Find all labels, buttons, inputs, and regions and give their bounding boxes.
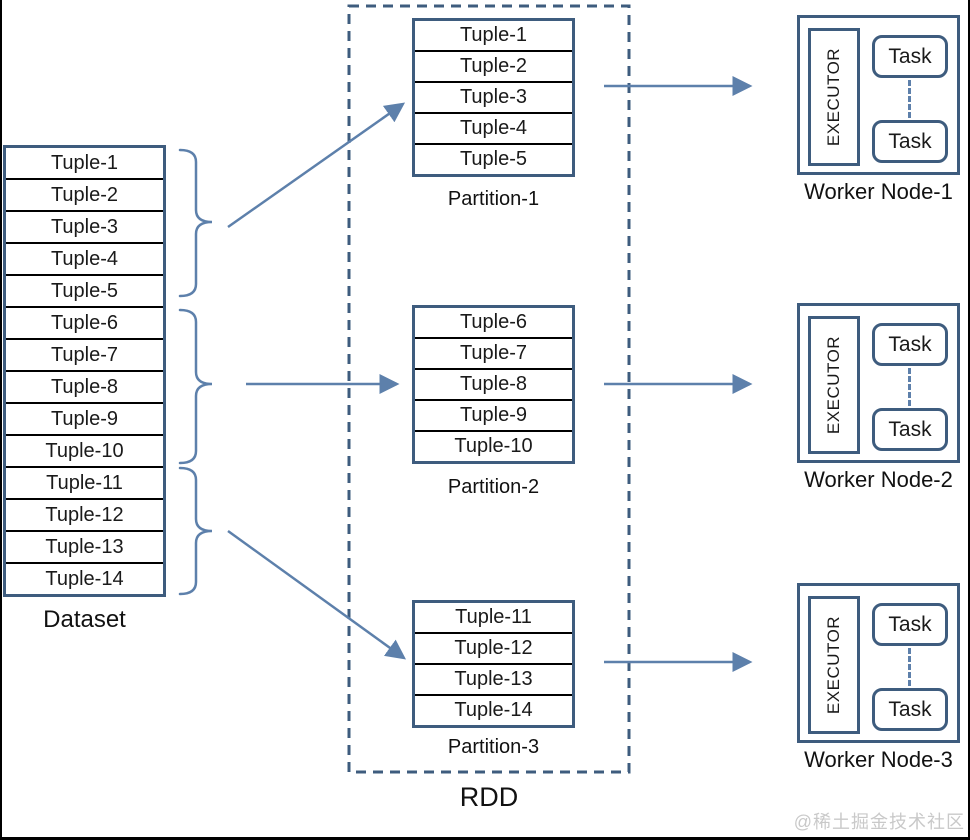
- executor-box: EXECUTOR: [808, 28, 860, 166]
- executor-label: EXECUTOR: [824, 47, 843, 147]
- executor-label: EXECUTOR: [824, 615, 843, 715]
- partition-row: Tuple-14: [454, 699, 533, 721]
- partition-row: Tuple-10: [454, 435, 533, 457]
- brace-group-1: [178, 148, 213, 298]
- executor-label: EXECUTOR: [824, 335, 843, 435]
- image-frame-right: [968, 0, 970, 840]
- task-link-dashed: [908, 648, 911, 686]
- executor-box: EXECUTOR: [808, 316, 860, 454]
- dataset-row: Tuple-7: [6, 340, 163, 372]
- dataset-row: Tuple-13: [6, 532, 163, 564]
- brace-group-2: [178, 308, 213, 465]
- worker-node-1-box: EXECUTOR Task Task: [797, 15, 960, 175]
- partition-row: Tuple-11: [415, 603, 572, 634]
- partition-row: Tuple-8: [415, 370, 572, 401]
- image-frame-bottom: [0, 837, 970, 840]
- executor-box: EXECUTOR: [808, 596, 860, 734]
- partition-row: Tuple-3: [415, 83, 572, 114]
- arrow-dataset-to-partition-3: [227, 529, 407, 660]
- dataset-row: Tuple-8: [6, 372, 163, 404]
- brace-group-3: [178, 466, 213, 596]
- dataset-label: Dataset: [43, 606, 126, 633]
- worker-node-2-label: Worker Node-2: [804, 467, 953, 492]
- task-box: Task: [872, 603, 948, 646]
- dataset-row: Tuple-4: [6, 244, 163, 276]
- worker-node-3-label: Worker Node-3: [804, 747, 953, 772]
- task-link-dashed: [908, 80, 911, 118]
- worker-node-2-box: EXECUTOR Task Task: [797, 303, 960, 463]
- partition-row: Tuple-1: [415, 21, 572, 52]
- partition-row: Tuple-9: [415, 401, 572, 432]
- dataset-row: Tuple-10: [6, 436, 163, 468]
- dataset-row: Tuple-12: [6, 500, 163, 532]
- arrow-dataset-to-partition-1: [227, 102, 406, 229]
- task-box: Task: [872, 323, 948, 366]
- image-frame-left: [0, 0, 2, 840]
- task-link-dashed: [908, 368, 911, 406]
- rdd-label: RDD: [459, 782, 519, 812]
- dataset-row: Tuple-11: [6, 468, 163, 500]
- partition-row: Tuple-12: [415, 634, 572, 665]
- task-box: Task: [872, 35, 948, 78]
- watermark-text: @稀土掘金技术社区: [793, 812, 965, 832]
- dataset-row: Tuple-3: [6, 212, 163, 244]
- task-box: Task: [872, 408, 948, 451]
- worker-node-3-box: EXECUTOR Task Task: [797, 583, 960, 743]
- partition-2-table: Tuple-6 Tuple-7 Tuple-8 Tuple-9 Tuple-10: [412, 305, 575, 464]
- task-box: Task: [872, 120, 948, 163]
- task-box: Task: [872, 688, 948, 731]
- dataset-row: Tuple-5: [6, 276, 163, 308]
- dataset-row: Tuple-9: [6, 404, 163, 436]
- partition-1-table: Tuple-1 Tuple-2 Tuple-3 Tuple-4 Tuple-5: [412, 18, 575, 177]
- partition-2-label: Partition-2: [447, 476, 540, 498]
- dataset-row: Tuple-6: [6, 308, 163, 340]
- partition-row: Tuple-5: [459, 148, 528, 170]
- dataset-table: Tuple-1 Tuple-2 Tuple-3 Tuple-4 Tuple-5 …: [3, 145, 166, 597]
- partition-row: Tuple-2: [415, 52, 572, 83]
- worker-node-1-label: Worker Node-1: [804, 179, 953, 204]
- partition-row: Tuple-6: [415, 308, 572, 339]
- partition-row: Tuple-4: [415, 114, 572, 145]
- partition-row: Tuple-13: [415, 665, 572, 696]
- partition-3-table: Tuple-11 Tuple-12 Tuple-13 Tuple-14: [412, 600, 575, 728]
- dataset-row: Tuple-14: [45, 568, 124, 590]
- dataset-row: Tuple-2: [6, 180, 163, 212]
- partition-row: Tuple-7: [415, 339, 572, 370]
- partition-3-label: Partition-3: [447, 736, 540, 758]
- dataset-row: Tuple-1: [6, 148, 163, 180]
- partition-1-label: Partition-1: [447, 188, 540, 210]
